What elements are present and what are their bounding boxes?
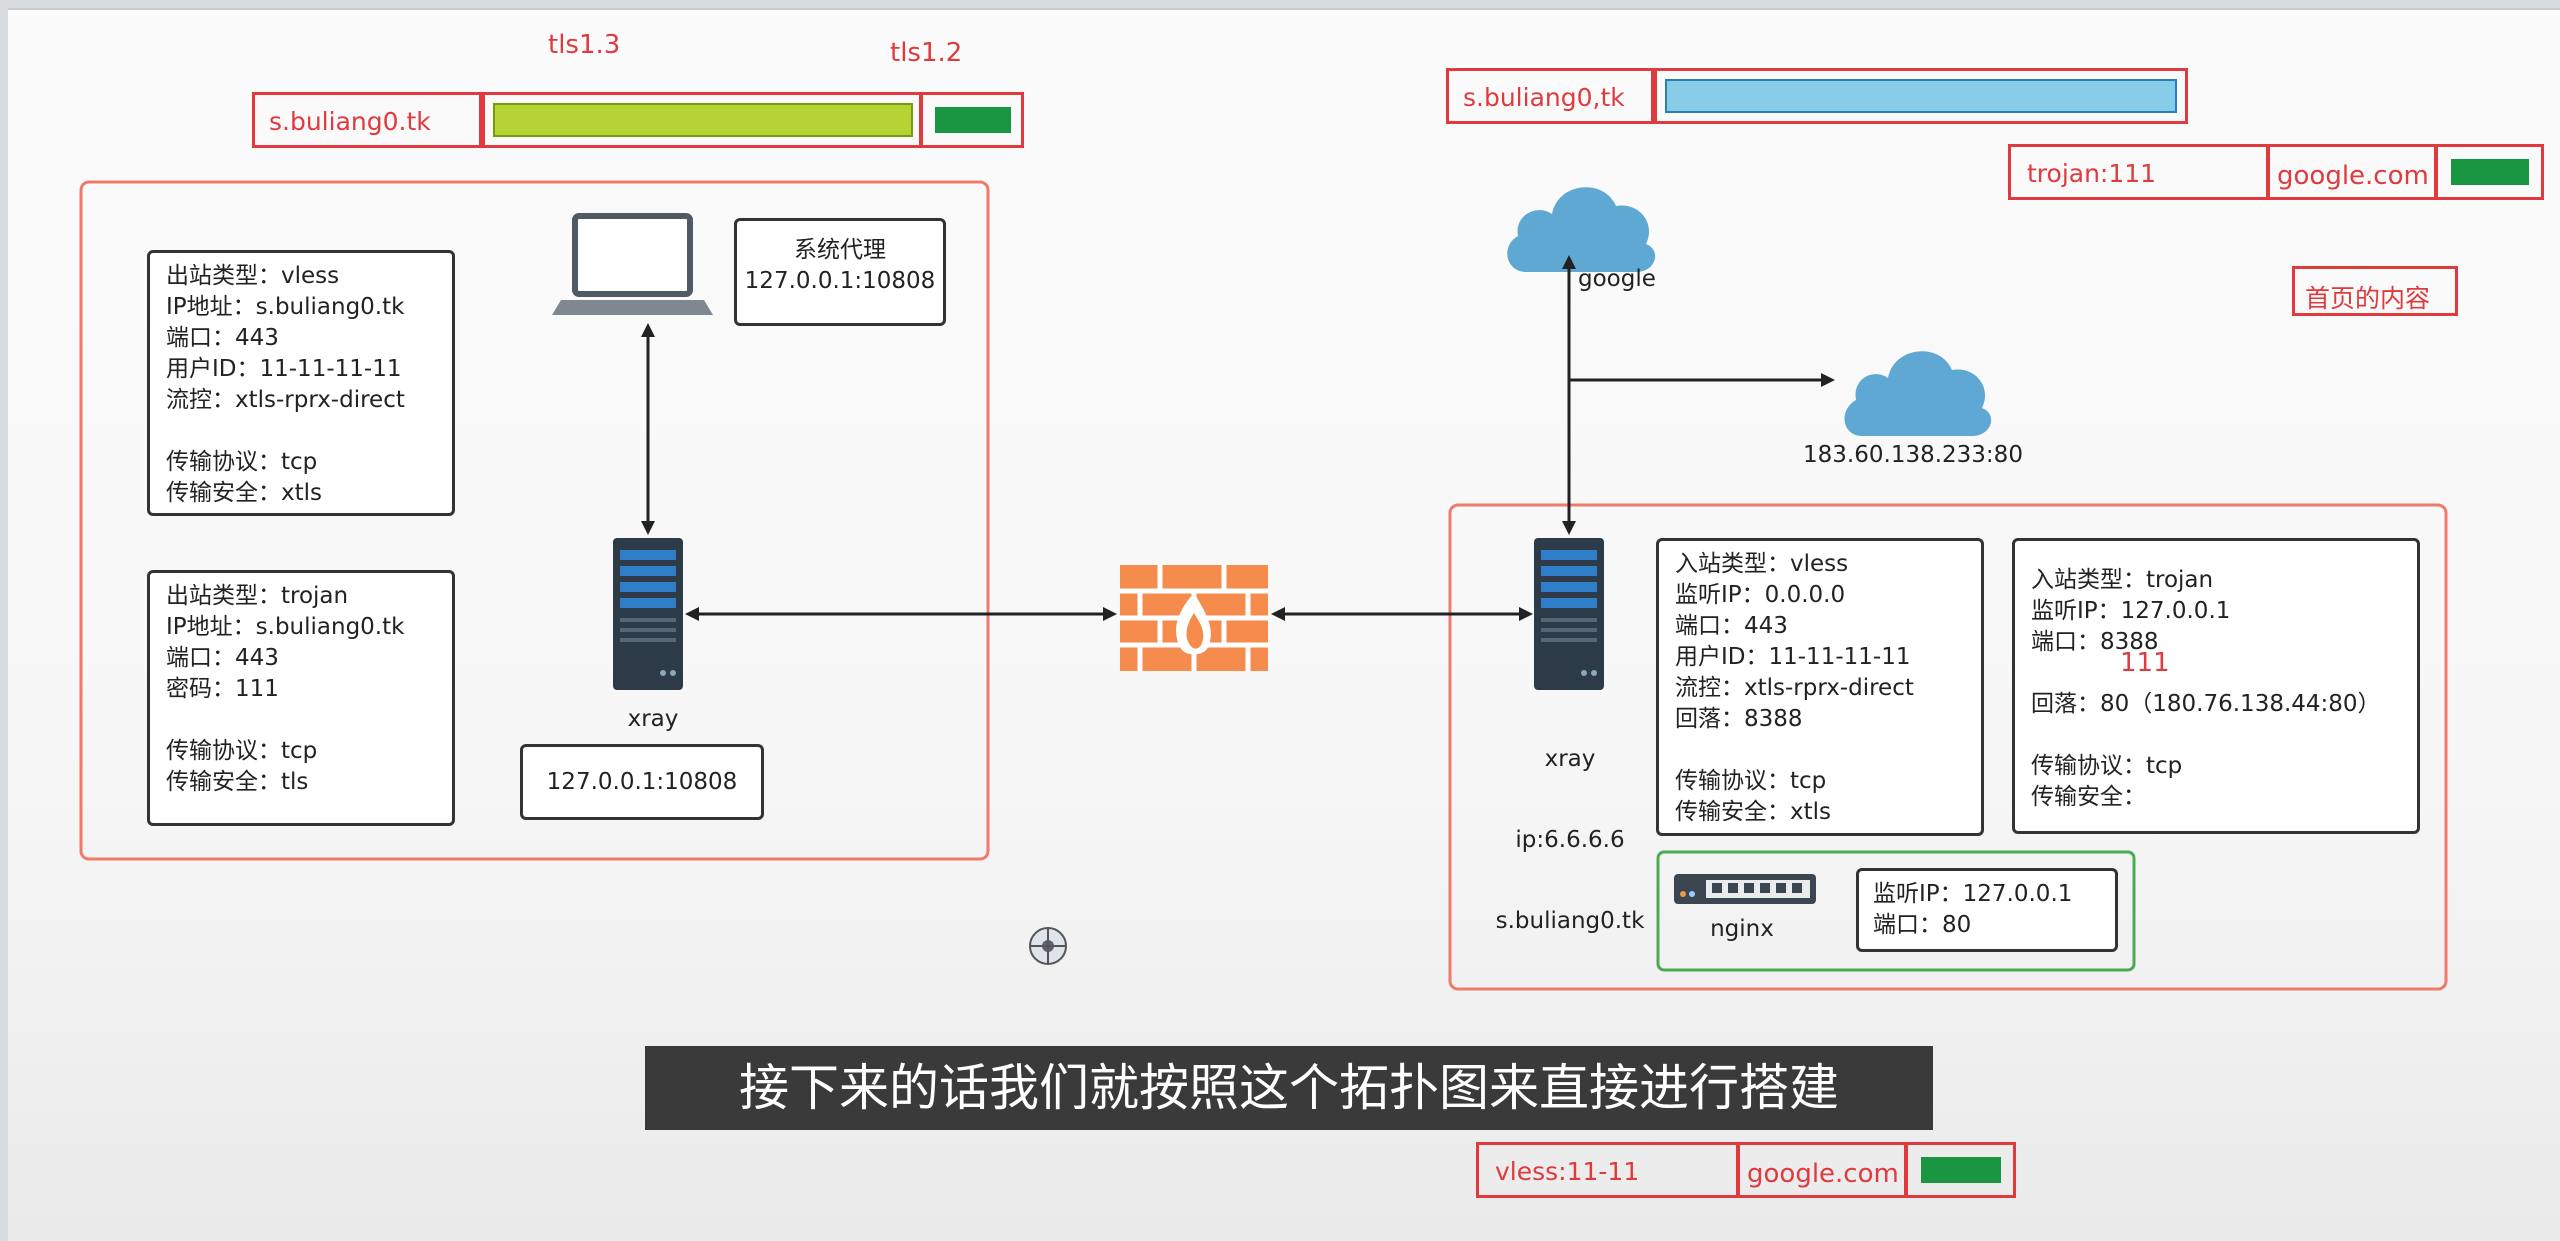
top-google-box: google.com [2266, 144, 2438, 200]
trojan-red-note: 111 [2120, 648, 2170, 678]
top-green-box [2434, 144, 2544, 200]
server-icon [1534, 538, 1604, 690]
bottom-google-label: google.com [1747, 1159, 1899, 1189]
switch-icon [1674, 874, 1816, 904]
system-proxy-title: 系统代理 [794, 237, 886, 263]
trojan-outbound-box: 出站类型：trojan IP地址：s.buliang0.tk 端口：443 密码… [147, 570, 455, 826]
client-xray-label: xray [627, 706, 679, 732]
cursor-target-icon [1029, 927, 1067, 965]
trojan-out-line: 出站类型：trojan [166, 583, 349, 609]
server-xray-domain: s.buliang0.tk [1495, 908, 1645, 934]
top-google-label: google.com [2277, 161, 2429, 191]
tls12-segment-box [920, 92, 1024, 148]
vless-in-line: 监听IP：0.0.0.0 [1675, 582, 1846, 608]
local-addr-label: 127.0.0.1:10808 [546, 769, 738, 795]
vless-out-line: 传输安全：xtls [166, 480, 323, 506]
trojan-label: trojan:111 [2027, 159, 2157, 188]
left-domain-label: s.buliang0.tk [269, 107, 431, 136]
vless-out-line: IP地址：s.buliang0.tk [166, 294, 405, 320]
tls13-segment-box [482, 92, 922, 148]
site-cloud-label: 183.60.138.233:80 [1803, 442, 2023, 468]
local-addr-box: 127.0.0.1:10808 [520, 744, 764, 820]
trojan-out-line [166, 705, 436, 736]
trojan-in-line [2031, 720, 2401, 751]
system-proxy-addr: 127.0.0.1:10808 [744, 268, 936, 294]
vless-bottom-box: vless:11-11 [1476, 1142, 1740, 1198]
tls13-bar [493, 103, 913, 137]
vless-bottom-label: vless:11-11 [1495, 1157, 1640, 1186]
nginx-config-line: 监听IP：127.0.0.1 [1873, 881, 2073, 907]
vless-in-line: 流控：xtls-rprx-direct [1675, 675, 1914, 701]
vless-in-line: 用户ID：11-11-11-11 [1675, 644, 1911, 670]
nginx-label: nginx [1710, 916, 1774, 942]
cloud-icon [1844, 351, 1992, 436]
homepage-box: 首页的内容 [2292, 266, 2458, 316]
tls13-label: tls1.3 [548, 30, 621, 60]
vless-in-line: 入站类型：vless [1675, 551, 1849, 577]
trojan-inbound-box: 入站类型：trojan 监听IP：127.0.0.1 端口：8388 回落：80… [2012, 538, 2420, 834]
trojan-box: trojan:111 [2008, 144, 2270, 200]
nginx-zone [1656, 850, 2136, 972]
vless-outbound-box: 出站类型：vless IP地址：s.buliang0.tk 端口：443 用户I… [147, 250, 455, 516]
video-subtitle: 接下来的话我们就按照这个拓扑图来直接进行搭建 [645, 1046, 1933, 1130]
cloud-icon [1507, 187, 1656, 272]
laptop-icon [552, 213, 713, 315]
top-green-block [2451, 159, 2529, 185]
bottom-green-box [1904, 1142, 2016, 1198]
server-zone-frame [1448, 503, 2448, 991]
homepage-label: 首页的内容 [2305, 284, 2431, 313]
vless-out-line: 流控：xtls-rprx-direct [166, 387, 405, 413]
right-domain-label: s.buliang0,tk [1463, 83, 1625, 112]
trojan-out-line: 传输安全：tls [166, 769, 309, 795]
trojan-out-line: 传输协议：tcp [166, 738, 318, 764]
nginx-config-box: 监听IP：127.0.0.1 端口：80 [1856, 868, 2118, 952]
vless-inbound-box: 入站类型：vless 监听IP：0.0.0.0 端口：443 用户ID：11-1… [1656, 538, 1984, 836]
vless-in-line: 端口：443 [1675, 613, 1788, 639]
trojan-in-line: 回落：80（180.76.138.44:80） [2031, 691, 2381, 717]
left-domain-box: s.buliang0.tk [252, 92, 482, 148]
firewall-icon [1120, 565, 1268, 671]
server-xray-name: xray [1544, 746, 1596, 772]
vless-out-line: 出站类型：vless [166, 263, 340, 289]
trojan-in-line: 传输安全： [2031, 784, 2146, 810]
nginx-config-line: 端口：80 [1873, 912, 1972, 938]
trojan-in-line: 传输协议：tcp [2031, 753, 2183, 779]
google-cloud-label: google [1578, 266, 1656, 292]
server-icon [613, 538, 683, 690]
vless-in-line: 传输安全：xtls [1675, 799, 1832, 825]
diagram-canvas: tls1.3 tls1.2 s.buliang0.tk s.buliang0,t… [8, 8, 2560, 1241]
vless-out-line: 用户ID：11-11-11-11 [166, 356, 402, 382]
vless-out-line [166, 416, 436, 447]
trojan-in-line: 监听IP：127.0.0.1 [2031, 598, 2231, 624]
vless-in-line: 传输协议：tcp [1675, 768, 1827, 794]
vless-in-line: 回落：8388 [1675, 706, 1803, 732]
trojan-out-line: IP地址：s.buliang0.tk [166, 614, 405, 640]
tls12-label: tls1.2 [890, 38, 963, 68]
vless-out-line: 端口：443 [166, 325, 279, 351]
right-domain-box: s.buliang0,tk [1446, 68, 1654, 124]
tls12-block [935, 107, 1011, 133]
diagram-graphics [79, 180, 2448, 991]
bottom-green-block [1921, 1157, 2001, 1183]
client-zone-frame [79, 180, 990, 861]
trojan-out-line: 端口：443 [166, 645, 279, 671]
vless-out-line: 传输协议：tcp [166, 449, 318, 475]
vless-in-line [1675, 735, 1965, 766]
right-bar [1665, 79, 2177, 113]
server-xray-ip: ip:6.6.6.6 [1515, 827, 1625, 853]
trojan-out-line: 密码：111 [166, 676, 279, 702]
trojan-in-line: 端口：8388 [2031, 629, 2159, 655]
system-proxy-box: 系统代理 127.0.0.1:10808 [734, 218, 946, 326]
bottom-google-box: google.com [1736, 1142, 1908, 1198]
trojan-in-line [2031, 658, 2401, 689]
trojan-in-line: 入站类型：trojan [2031, 567, 2214, 593]
server-xray-label: xray ip:6.6.6.6 s.buliang0.tk [1490, 692, 1650, 989]
right-bar-box [1654, 68, 2188, 124]
